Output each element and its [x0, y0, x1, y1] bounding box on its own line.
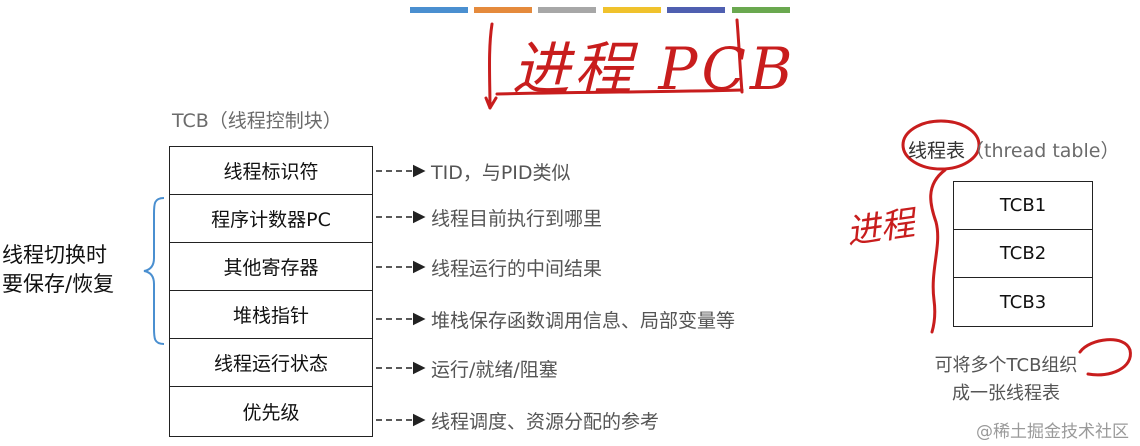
- color-strip-2: [474, 7, 532, 13]
- tcb-row-priority: 优先级: [242, 402, 300, 424]
- desc-registers: 线程运行的中间结果: [431, 258, 603, 280]
- side-stroke: [929, 168, 947, 334]
- thread-table-row-2: TCB2: [954, 230, 1092, 278]
- handwritten-side-label: 进程: [844, 203, 917, 253]
- save-restore-brace: [143, 197, 165, 345]
- title-bracket-left: [484, 22, 498, 110]
- color-strip-1: [410, 7, 468, 13]
- desc-thread-state: 运行/就绪/阻塞: [431, 359, 558, 381]
- title-underline: [495, 88, 744, 96]
- color-strip-4: [603, 7, 661, 13]
- watermark: @稀土掘金技术社区: [976, 422, 1129, 442]
- thread-table: TCB1 TCB2 TCB3: [953, 181, 1093, 327]
- description-arrows: [376, 164, 426, 427]
- organize-circle: [1078, 338, 1132, 377]
- thread-table-row-1: TCB1: [954, 182, 1092, 230]
- tcb-row-thread-state: 线程运行状态: [170, 339, 372, 387]
- color-strip-3: [538, 7, 596, 13]
- title-bracket-right: [735, 18, 744, 94]
- tcb-table: 线程标识符 程序计数器PC 其他寄存器 堆栈指针 线程运行状态 优先级: [169, 146, 373, 437]
- color-strip-6: [732, 7, 790, 13]
- desc-stack-pointer: 堆栈保存函数调用信息、局部变量等: [431, 310, 736, 332]
- thread-table-title: 线程表（thread table）: [908, 136, 1119, 163]
- tcb-title: TCB（线程控制块）: [172, 110, 342, 132]
- save-restore-note-line1: 线程切换时: [2, 243, 107, 267]
- tcb-row-program-counter: 程序计数器PC: [170, 195, 372, 243]
- desc-thread-id: TID，与PID类似: [431, 162, 571, 184]
- save-restore-note: 线程切换时 要保存/恢复: [2, 241, 114, 299]
- tcb-row-thread-id: 线程标识符: [170, 147, 372, 195]
- thread-table-title-main: 线程表: [908, 140, 966, 162]
- desc-program-counter: 线程目前执行到哪里: [431, 208, 603, 230]
- thread-table-note-line1: 可将多个TCB组织: [934, 355, 1078, 376]
- thread-table-row-3: TCB3: [999, 291, 1047, 313]
- handwritten-title: 进程 PCB: [512, 35, 797, 103]
- color-strip-5: [667, 7, 725, 13]
- save-restore-note-line2: 要保存/恢复: [2, 272, 115, 296]
- tcb-row-registers: 其他寄存器: [170, 243, 372, 291]
- thread-table-note-line2: 成一张线程表: [952, 383, 1060, 404]
- thread-table-circle: [901, 119, 981, 171]
- desc-priority: 线程调度、资源分配的参考: [431, 411, 660, 433]
- thread-table-title-paren: （thread table）: [965, 140, 1120, 162]
- tcb-row-stack-pointer: 堆栈指针: [170, 291, 372, 339]
- thread-table-note: 可将多个TCB组织 成一张线程表: [906, 352, 1106, 408]
